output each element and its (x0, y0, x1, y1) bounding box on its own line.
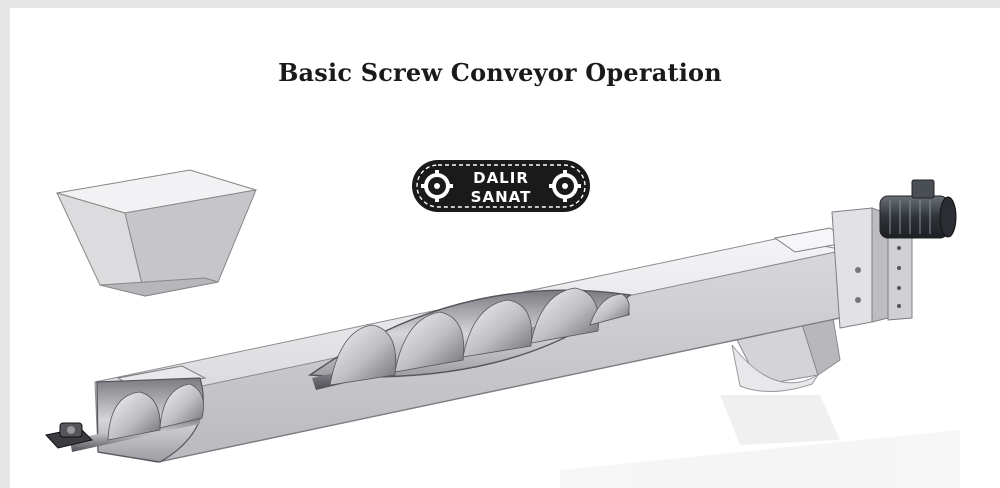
end-bearing (45, 422, 93, 449)
inlet-hopper (56, 169, 257, 297)
helical-flights (329, 287, 630, 386)
left-gear-icon (421, 170, 453, 202)
drive-motor (879, 179, 957, 239)
diagram-title: Basic Screw Conveyor Operation (278, 58, 722, 87)
dalir-sanat-logo: DALIR SANAT (412, 160, 590, 212)
cutaway-section (307, 287, 632, 390)
inlet-cutaway (70, 377, 204, 463)
logo-line-2: SANAT (471, 188, 532, 206)
logo-line-1: DALIR (473, 169, 529, 187)
right-gear-icon (549, 170, 581, 202)
floor-reflection (560, 395, 960, 488)
